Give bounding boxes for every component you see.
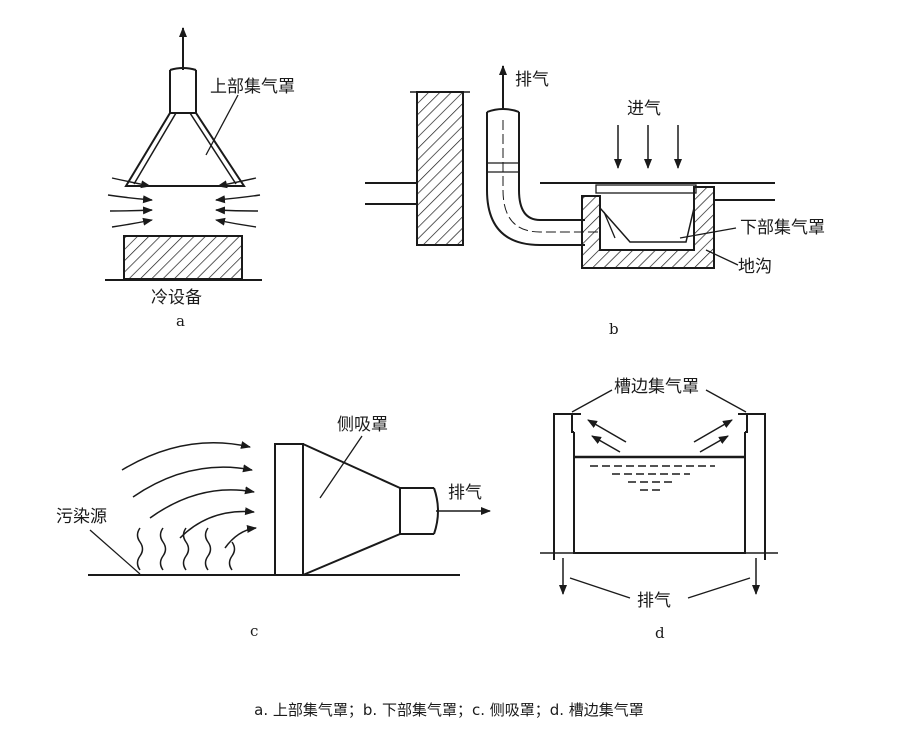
label-lower-hood: 下部集气罩 bbox=[740, 218, 825, 238]
figure-caption: a. 上部集气罩；b. 下部集气罩；c. 侧吸罩；d. 槽边集气罩 bbox=[254, 701, 644, 719]
panel-c bbox=[88, 435, 491, 576]
slot-hood-right bbox=[738, 413, 766, 560]
airflow-arrows-left bbox=[107, 177, 153, 228]
intake-arrows bbox=[614, 125, 682, 169]
label-upper-hood: 上部集气罩 bbox=[210, 77, 295, 97]
tank bbox=[573, 432, 746, 554]
label-cold-equipment: 冷设备 bbox=[151, 288, 202, 308]
floor-trench bbox=[581, 186, 715, 269]
panel-d-label: d bbox=[655, 624, 665, 642]
label-intake: 进气 bbox=[627, 99, 661, 119]
lower-hood bbox=[599, 207, 695, 243]
leader-slot-hood-left bbox=[571, 389, 613, 413]
label-exhaust-d: 排气 bbox=[637, 591, 671, 611]
panel-b-label: b bbox=[609, 320, 619, 338]
upper-hood bbox=[124, 112, 246, 187]
liquid-waves bbox=[590, 465, 715, 491]
panel-a-label: a bbox=[176, 312, 185, 330]
wall-b bbox=[416, 91, 464, 246]
airflow-arrows-right bbox=[215, 177, 261, 228]
panel-b bbox=[365, 65, 775, 269]
label-side-hood: 侧吸罩 bbox=[337, 415, 388, 435]
label-exhaust-c: 排气 bbox=[448, 483, 482, 503]
leader-trench bbox=[705, 249, 739, 266]
label-pollution-source: 污染源 bbox=[56, 507, 107, 527]
panel-d bbox=[540, 389, 778, 599]
panel-a bbox=[105, 27, 262, 281]
inflow-arrows-d bbox=[587, 419, 733, 453]
label-slot-hood: 槽边集气罩 bbox=[614, 377, 699, 397]
side-hood-flange bbox=[274, 443, 304, 576]
hood-pipe-a bbox=[169, 67, 197, 113]
label-trench: 地沟 bbox=[738, 257, 772, 277]
leader-lower-hood bbox=[679, 227, 737, 239]
leader-source bbox=[89, 529, 141, 575]
duct-b bbox=[486, 108, 585, 246]
panel-c-label: c bbox=[250, 622, 258, 640]
cold-equipment bbox=[123, 235, 243, 280]
duct-c bbox=[400, 487, 439, 535]
grating bbox=[595, 184, 697, 194]
pollution-source bbox=[136, 527, 236, 571]
airflow-arcs-c bbox=[121, 441, 257, 549]
leader-exhaust-d-left bbox=[569, 577, 631, 599]
leader-side-hood bbox=[319, 435, 363, 499]
leader-slot-hood-right bbox=[705, 389, 747, 413]
leader-upper-hood bbox=[205, 94, 239, 156]
slot-hood-left bbox=[553, 413, 581, 560]
leader-exhaust-d-right bbox=[687, 577, 751, 599]
side-hood-cone bbox=[302, 443, 401, 576]
label-exhaust-b: 排气 bbox=[515, 70, 549, 90]
